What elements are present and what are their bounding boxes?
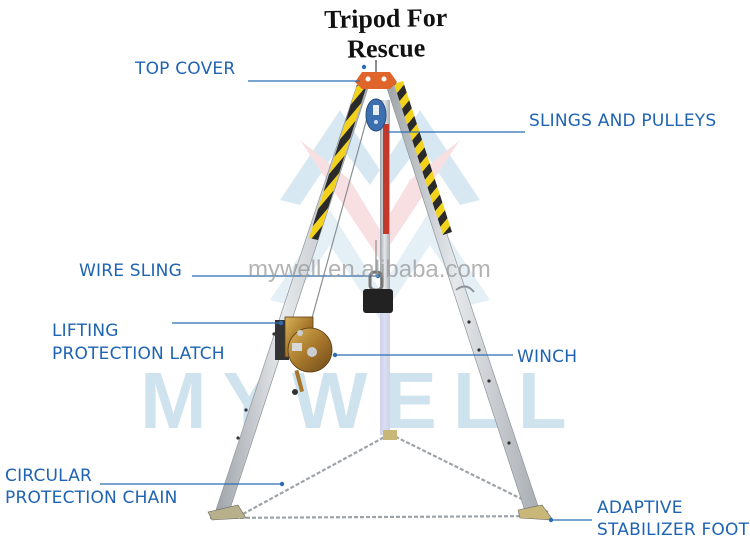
label-lifting-protection-latch-line2: PROTECTION LATCH [52,344,225,364]
label-winch: WINCH [517,347,578,367]
label-slings-and-pulleys: SLINGS AND PULLEYS [529,111,717,131]
hook-block [363,270,393,313]
right-foot [517,504,554,521]
label-lifting-protection-latch-line1: LIFTING [52,321,119,341]
left-foot [207,504,247,521]
pulley [365,98,387,132]
label-adaptive-stabilizer-foot-line1: ADAPTIVE [597,498,683,518]
wire-sling-cable [311,99,373,319]
diagram-title: Tripod For Rescue [323,2,448,64]
left-leg [214,84,369,516]
label-adaptive-stabilizer-foot-line2: STABILIZER FOOT [597,520,750,540]
label-circular-protection-chain-line2: PROTECTION CHAIN [5,488,178,508]
watermark-logo-text: MYWELL [140,356,583,445]
watermark-url: mywell.en.alibaba.com [248,256,491,283]
top-cover [355,60,397,89]
label-wire-sling: WIRE SLING [79,261,182,281]
leader-dots [278,64,554,523]
label-circular-protection-chain-line1: CIRCULAR [5,466,93,486]
winch [275,316,333,395]
right-leg [385,81,541,515]
label-top-cover: TOP COVER [135,59,236,79]
protection-chain [209,433,549,520]
leader-lines [100,80,592,521]
center-rod [380,100,390,435]
red-rod [383,124,389,234]
